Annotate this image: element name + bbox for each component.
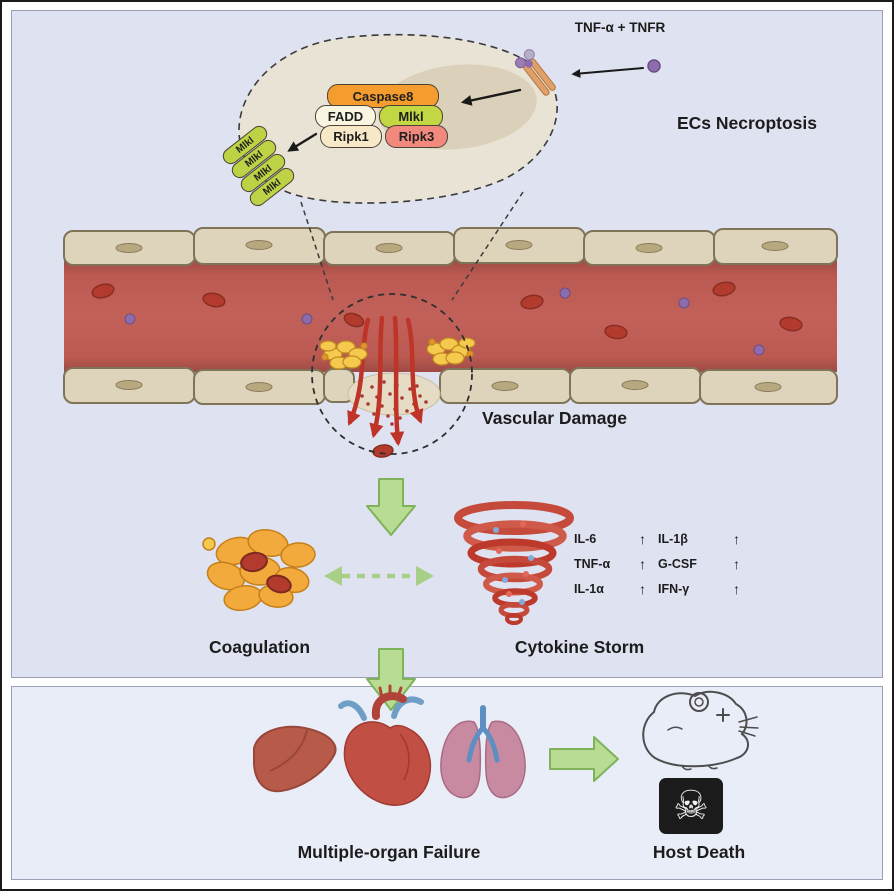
skull-crossbones-icon: ☠ <box>673 783 709 829</box>
ripk1-pill: Ripk1 <box>320 125 382 148</box>
cytokine-name: IFN-γ <box>658 582 690 596</box>
top-panel <box>11 10 883 678</box>
cytokine-name: IL-1α <box>574 582 604 596</box>
tnf-tnfr-label: TNF-α + TNFR <box>574 20 666 35</box>
cytokine-list: IL-6 ↑ IL-1β ↑ TNF-α ↑ G-CSF ↑ IL-1α ↑ I… <box>574 531 740 597</box>
up-arrow-icon: ↑ <box>639 531 646 547</box>
up-arrow-icon: ↑ <box>733 581 740 597</box>
cytokine-item: TNF-α ↑ <box>574 556 646 572</box>
cytokine-item: IL-1β ↑ <box>658 531 740 547</box>
host-death-label: Host Death <box>652 842 746 862</box>
cytokine-storm-label: Cytokine Storm <box>514 637 645 657</box>
up-arrow-icon: ↑ <box>639 581 646 597</box>
cytokine-item: G-CSF ↑ <box>658 556 740 572</box>
hazard-sign: ☠ <box>659 778 723 834</box>
ripk3-pill: Ripk3 <box>385 125 448 148</box>
up-arrow-icon: ↑ <box>733 556 740 572</box>
cytokine-item: IFN-γ ↑ <box>658 581 740 597</box>
coagulation-label: Coagulation <box>208 637 311 657</box>
cytokine-name: IL-6 <box>574 532 597 546</box>
up-arrow-icon: ↑ <box>639 556 646 572</box>
multiple-organ-failure-label: Multiple-organ Failure <box>297 842 481 862</box>
ecs-necroptosis-title: ECs Necroptosis <box>676 113 818 133</box>
cytokine-name: IL-1β <box>658 532 688 546</box>
vascular-damage-label: Vascular Damage <box>482 408 627 428</box>
cytokine-name: G-CSF <box>658 557 697 571</box>
cytokine-item: IL-6 ↑ <box>574 531 646 547</box>
cytokine-name: TNF-α <box>574 557 611 571</box>
cytokine-item: IL-1α ↑ <box>574 581 646 597</box>
up-arrow-icon: ↑ <box>733 531 740 547</box>
